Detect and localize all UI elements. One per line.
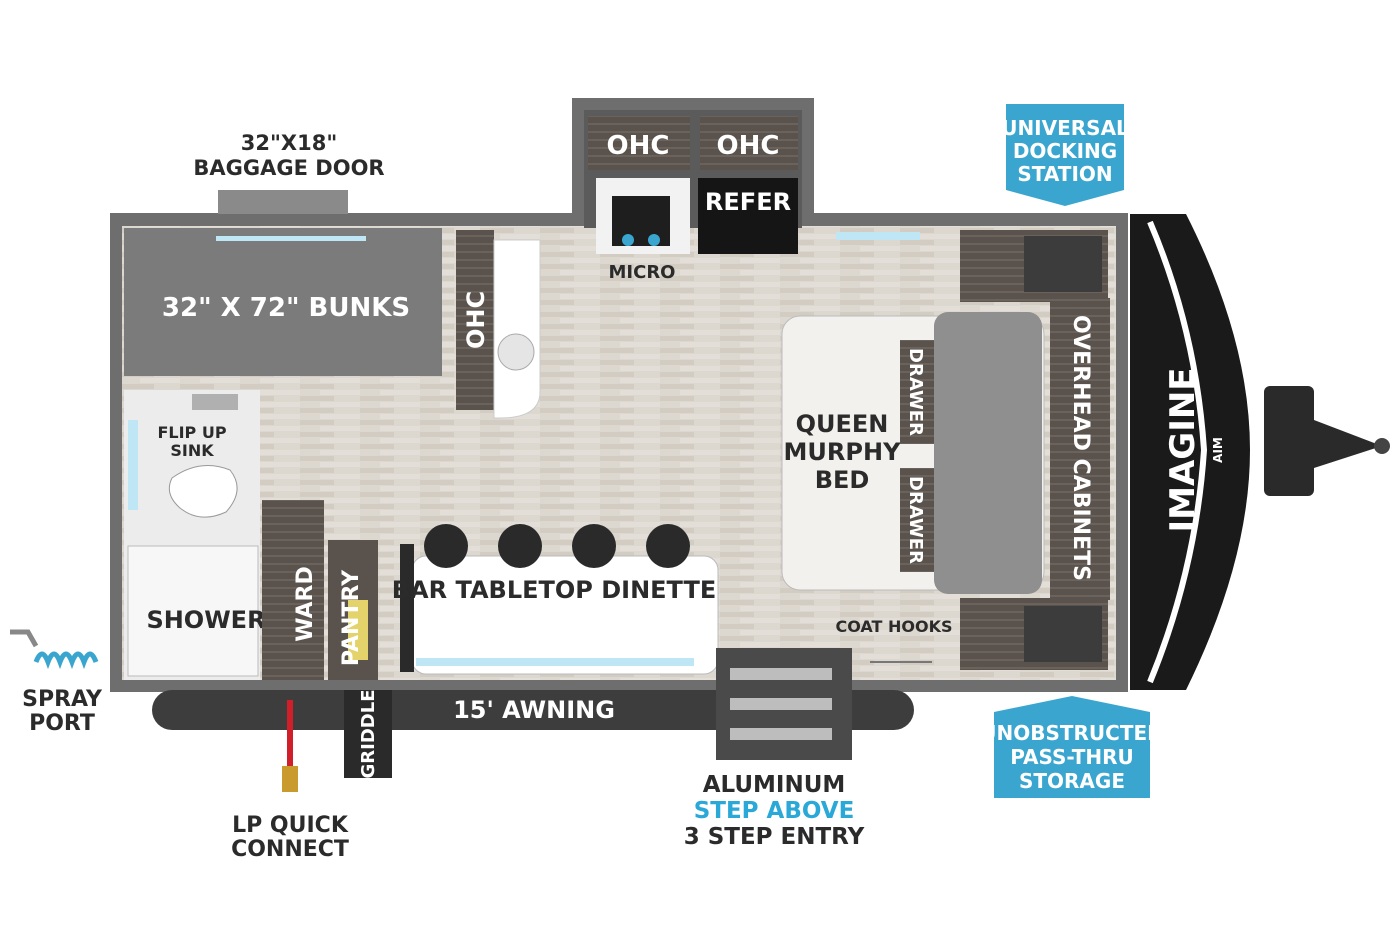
kitchen-window — [836, 232, 920, 240]
toilet — [168, 465, 238, 518]
flip-up-sink-line1: FLIP UP — [157, 423, 226, 442]
murphy-sofa — [934, 312, 1042, 594]
ohc-top-left — [588, 116, 690, 170]
step-2 — [730, 698, 832, 710]
bunks — [124, 228, 442, 376]
pass-thru-line2: PASS-THRU — [1010, 745, 1134, 769]
brand-sub: AIM — [1211, 437, 1225, 463]
bar-stool-1 — [424, 524, 468, 568]
hitch-tongue — [1314, 420, 1382, 468]
ohc-top-left-label: OHC — [607, 131, 670, 161]
bar-stool-4 — [646, 524, 690, 568]
spray-port-line1: SPRAY — [22, 687, 103, 712]
pass-thru-shelf — [1024, 606, 1102, 662]
spray-hose-coil — [33, 651, 99, 670]
burner-right — [648, 234, 660, 246]
step-1 — [730, 668, 832, 680]
refer-label: REFER — [705, 188, 791, 216]
queen-murphy-bed-line2: MURPHY — [784, 438, 902, 466]
burner-left — [622, 234, 634, 246]
pass-thru-line1: UNOBSTRUCTED — [980, 721, 1164, 745]
step-entry-line3: 3 STEP ENTRY — [684, 824, 865, 850]
drawer-upper-label: DRAWER — [905, 348, 926, 436]
step-3 — [730, 728, 832, 740]
spray-port-line2: PORT — [29, 711, 95, 736]
universal-docking-line3: STATION — [1017, 162, 1112, 186]
refrigerator — [698, 178, 798, 254]
pass-thru-line3: STORAGE — [1019, 769, 1125, 793]
drawer-upper — [900, 340, 934, 444]
drawer-lower-label: DRAWER — [905, 476, 926, 564]
baggage-door-size-label: 32"X18" — [241, 131, 338, 155]
lp-quick-connect-line1: LP QUICK — [232, 813, 349, 838]
dinette-table — [411, 555, 719, 675]
ohc-side — [456, 230, 494, 410]
griddle — [344, 690, 392, 778]
step-entry-line2: STEP ABOVE — [694, 798, 855, 824]
flip-up-sink — [192, 394, 238, 410]
awning-label: 15' AWNING — [453, 696, 615, 724]
shower — [127, 545, 259, 677]
drawer-lower — [900, 468, 934, 572]
overhead-cabinets-label: OVERHEAD CABINETS — [1068, 315, 1093, 581]
brand-logo: IMAGINE — [1163, 367, 1203, 532]
baggage-door — [218, 190, 348, 214]
coat-hooks-label: COAT HOOKS — [835, 617, 952, 636]
baggage-door-label: BAGGAGE DOOR — [193, 156, 384, 180]
pantry-label: PANTRY — [339, 569, 364, 666]
ohc-side-label: OHC — [462, 291, 490, 349]
step-entry-line1: ALUMINUM — [703, 772, 846, 798]
flip-up-sink-line2: SINK — [170, 441, 214, 460]
front-cap-stripe — [1147, 220, 1208, 684]
docking-station-shelf — [1024, 236, 1102, 292]
ward-label: WARD — [293, 566, 318, 642]
overhead-cabinets — [1050, 298, 1110, 600]
kitchen-sink — [497, 333, 535, 371]
bunks-label: 32" X 72" BUNKS — [162, 293, 410, 323]
universal-docking-line1: UNIVERSAL — [1001, 116, 1129, 140]
front-cap — [1130, 214, 1250, 690]
queen-murphy-bed-line3: BED — [815, 466, 870, 494]
universal-docking-line2: DOCKING — [1013, 139, 1117, 163]
bar-stool-2 — [498, 524, 542, 568]
lp-fitting — [282, 766, 298, 792]
queen-murphy-bed-line1: QUEEN — [796, 410, 889, 438]
pass-thru-callout — [994, 696, 1150, 798]
kitchen-counter — [493, 239, 541, 419]
spray-nozzle — [10, 629, 39, 648]
shower-label: SHOWER — [146, 606, 265, 634]
hitch-box — [1264, 386, 1314, 496]
cooktop — [612, 196, 670, 246]
ohc-top-right — [700, 116, 798, 170]
hitch-coupler — [1374, 438, 1390, 454]
griddle-label: GRIDDLE — [358, 690, 379, 779]
lp-quick-connect-line2: CONNECT — [231, 837, 349, 862]
dinette-label: BAR TABLETOP DINETTE — [392, 576, 717, 604]
dinette-window — [416, 658, 694, 666]
universal-docking-callout — [1006, 104, 1124, 206]
ohc-top-right-label: OHC — [717, 131, 780, 161]
bunk-window — [216, 236, 366, 241]
pantry-items — [348, 600, 368, 660]
wardrobe — [262, 500, 324, 680]
bathroom-window — [128, 420, 138, 510]
dinette-tv — [400, 544, 414, 672]
bar-stool-3 — [572, 524, 616, 568]
micro-label: MICRO — [609, 262, 676, 283]
